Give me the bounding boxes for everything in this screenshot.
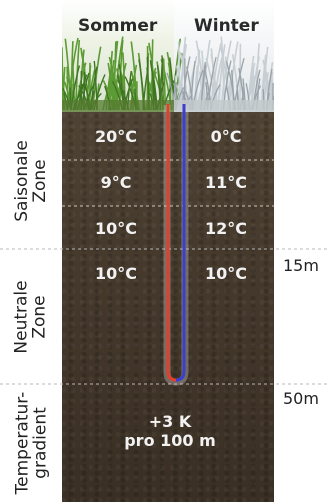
winter-header: Winter [194, 16, 259, 36]
depth-label-50m: 50m [283, 389, 319, 408]
summer-header: Sommer [78, 16, 158, 36]
surface-vegetation [62, 0, 274, 112]
temp-winter-3: 12°C [204, 219, 247, 238]
supply-pipe [166, 104, 177, 382]
zone-label-seasonal: Saisonale Zone [12, 139, 51, 222]
depth-label-15m: 15m [283, 256, 319, 275]
temp-summer-2: 9°C [100, 173, 132, 192]
temp-summer-1: 20°C [94, 127, 137, 146]
temp-winter-2: 11°C [204, 173, 247, 192]
temp-summer-4: 10°C [94, 264, 137, 283]
return-pipe [175, 104, 186, 382]
temp-summer-3: 10°C [94, 219, 137, 238]
gradient-note: +3 K pro 100 m [124, 412, 216, 450]
temp-winter-4: 10°C [204, 264, 247, 283]
zone-label-gradient: Temperatur- gradient [12, 391, 50, 495]
grass-illustration [62, 0, 274, 112]
temp-winter-1: 0°C [210, 127, 242, 146]
probe-sheath [163, 105, 189, 386]
zone-label-neutral: Neutrale Zone [12, 279, 50, 354]
